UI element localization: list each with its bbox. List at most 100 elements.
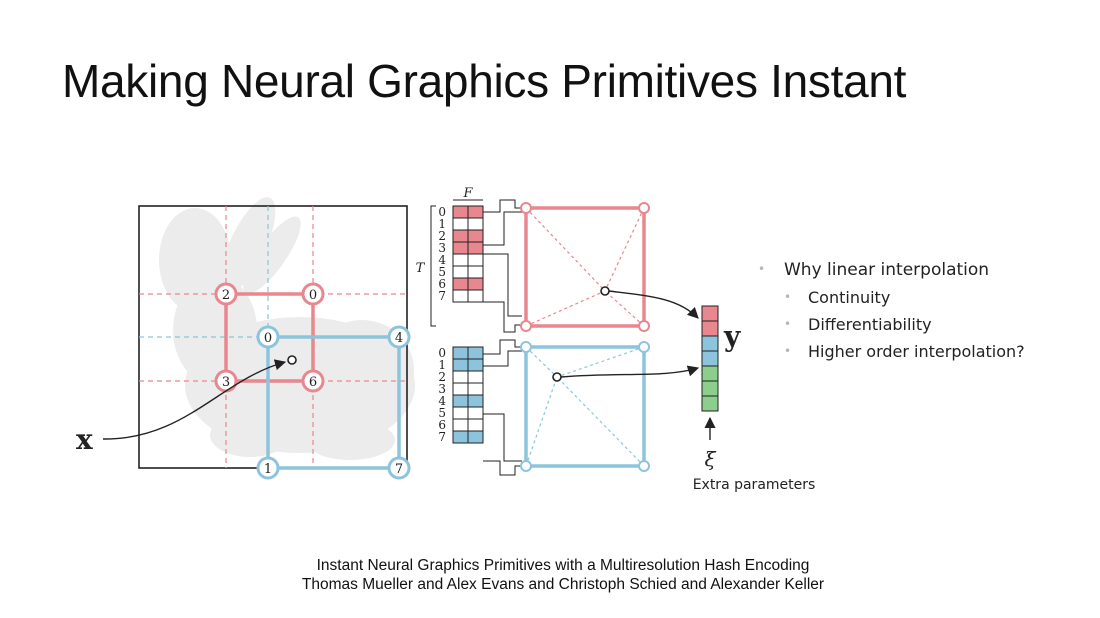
svg-text:0: 0 (309, 288, 317, 303)
blue-node-1: 1 (256, 456, 280, 480)
output-vector-cell (701, 395, 719, 412)
svg-text:7: 7 (395, 462, 403, 477)
hash-table-index-label: 6 (438, 277, 446, 291)
hash-table-cell (467, 358, 484, 372)
hash-table-cell (467, 217, 484, 231)
hash-table-cell (467, 265, 484, 279)
bullet-dot-icon: • (784, 317, 792, 331)
hash-table-cell (467, 382, 484, 396)
bullet-item: • Higher order interpolation? (758, 342, 1025, 361)
bullet-text: Higher order interpolation? (808, 342, 1025, 361)
hash-table-cell (467, 394, 484, 408)
citation-title: Instant Neural Graphics Primitives with … (316, 557, 810, 574)
output-vector-cell (701, 350, 719, 367)
xi-label: ξ (704, 447, 716, 471)
blue-node-4: 4 (387, 325, 411, 349)
hash-table-cell (467, 253, 484, 267)
hash-table-cell (452, 358, 469, 372)
hash-table-cell (452, 277, 469, 291)
hash-table-cell (452, 394, 469, 408)
output-vector-cell (701, 335, 719, 352)
citation-authors: Thomas Mueller and Alex Evans and Christ… (301, 576, 825, 593)
hash-table-cell (467, 430, 484, 444)
hash-table-cell (452, 265, 469, 279)
citation: Instant Neural Graphics Primitives with … (0, 556, 1100, 594)
hash-table-index-label: 5 (438, 265, 446, 279)
bullet-item: • Why linear interpolation (758, 260, 1025, 280)
bullet-text: Why linear interpolation (784, 260, 990, 280)
hash-table-index-label: 5 (438, 406, 446, 420)
bunny-silhouette (159, 197, 415, 460)
extra-parameters-label: Extra parameters (693, 477, 816, 493)
red-node-0: 0 (301, 282, 325, 306)
hash-table-cell (452, 370, 469, 384)
bullet-text: Continuity (808, 288, 891, 307)
svg-text:0: 0 (264, 331, 272, 346)
hash-table-cell (452, 253, 469, 267)
hash-table-index-label: 6 (438, 418, 446, 432)
red-output-arrow (608, 290, 699, 319)
hash-table-cell (467, 406, 484, 420)
hash-table-index-label: 4 (438, 394, 446, 408)
hash-table-cell (467, 346, 484, 360)
hash-table-cell (452, 289, 469, 303)
T-label: T (416, 261, 426, 276)
bullet-list: • Why linear interpolation • Continuity … (758, 260, 1025, 369)
red-node-6: 6 (301, 369, 325, 393)
input-point (287, 355, 297, 365)
blue-interpolation-cell (520, 341, 650, 472)
T-bracket (430, 205, 436, 327)
hash-table-cell (467, 205, 484, 219)
blue-node-7: 7 (387, 456, 411, 480)
hash-table-cell (452, 205, 469, 219)
output-vector-cell (701, 305, 719, 322)
svg-text:1: 1 (264, 462, 272, 477)
F-label: F (462, 186, 473, 201)
red-interpolation-cell (520, 202, 650, 332)
hash-table-cell (467, 277, 484, 291)
hash-table-index-label: 3 (438, 382, 446, 396)
blue-table-connectors (483, 339, 522, 476)
hash-table-cell (467, 370, 484, 384)
hash-table-cell (452, 346, 469, 360)
hash-table-index-label: 2 (438, 370, 446, 384)
hash-table-index-label: 4 (438, 253, 446, 267)
hash-table-index-label: 7 (438, 430, 446, 444)
hash-table-index-label: 0 (438, 205, 446, 219)
blue-grid-lines (139, 206, 269, 338)
red-node-2: 2 (214, 282, 238, 306)
hash-table-cell (452, 418, 469, 432)
blue-output-arrow (560, 365, 700, 378)
bullet-item: • Differentiability (758, 315, 1025, 334)
hash-table-index-label: 2 (438, 229, 446, 243)
hash-table-cell (452, 217, 469, 231)
hash-table-index-label: 7 (438, 289, 446, 303)
output-vector-cell (701, 320, 719, 337)
blue-grid-cell (266, 335, 401, 470)
hash-table-index-label: 0 (438, 346, 446, 360)
hash-table-cell (452, 382, 469, 396)
bullet-dot-icon: • (784, 344, 792, 358)
svg-text:3: 3 (222, 375, 230, 390)
input-arrow (102, 359, 287, 440)
svg-text:2: 2 (222, 288, 230, 303)
bullet-item: • Continuity (758, 288, 1025, 307)
hash-table-cell (452, 241, 469, 255)
slide-title: Making Neural Graphics Primitives Instan… (62, 55, 907, 107)
hash-table-cell (467, 418, 484, 432)
hash-table-cell (452, 406, 469, 420)
hash-table-cell (467, 229, 484, 243)
output-vector-cell (701, 380, 719, 397)
hash-table-index-label: 1 (438, 217, 446, 231)
hash-table-cell (452, 229, 469, 243)
svg-text:6: 6 (309, 375, 317, 390)
output-vector (701, 305, 719, 412)
blue-node-0: 0 (256, 325, 280, 349)
hash-table-index-label: 3 (438, 241, 446, 255)
bullet-dot-icon: • (758, 262, 766, 276)
hash-table-cell (467, 289, 484, 303)
